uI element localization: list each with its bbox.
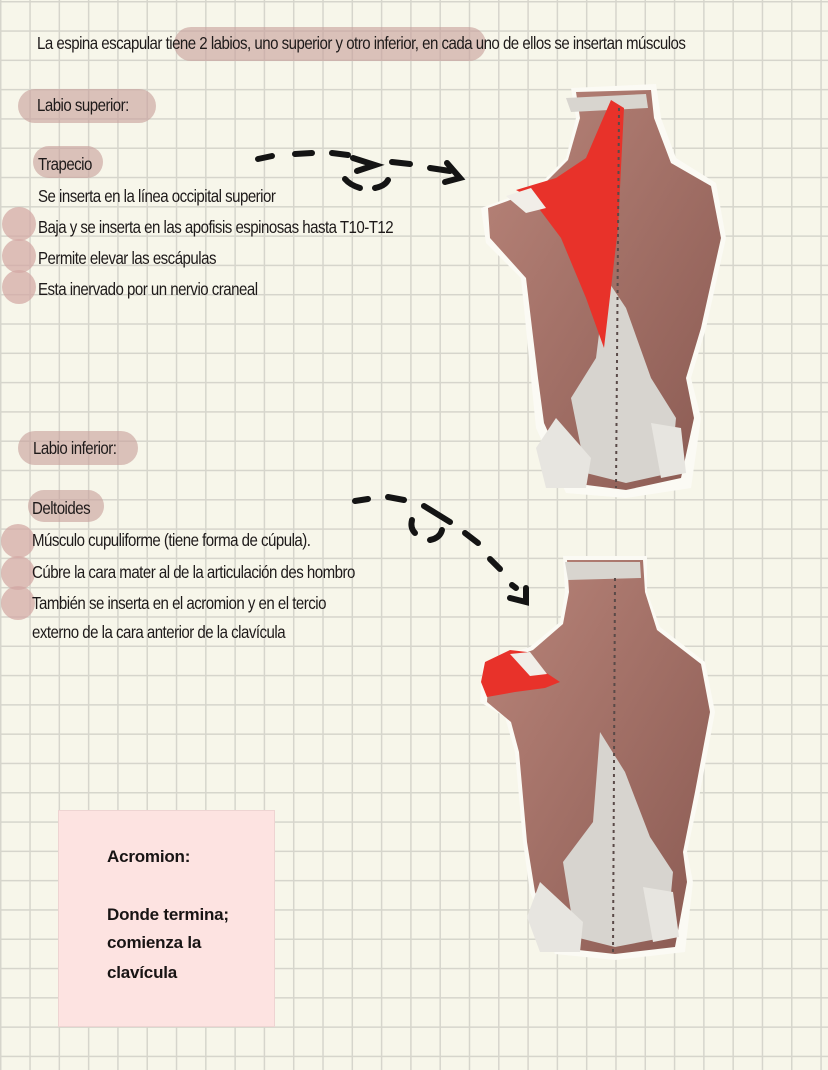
- intro-text: La espina escapular tiene 2 labios, uno …: [37, 33, 686, 54]
- note-line-3: clavícula: [107, 963, 178, 982]
- note-line-2: comienza la: [107, 933, 202, 952]
- dashed-arrow-icon: [352, 494, 529, 606]
- note-line-1: Donde termina;: [107, 905, 229, 924]
- intro-highlight-text: tiene 2 labios, uno superior y otro infe…: [165, 33, 419, 53]
- note-title: Acromion:: [107, 847, 191, 866]
- muscle-highlight: [33, 146, 103, 178]
- intro-before: La espina escapular: [37, 33, 162, 53]
- deltoides-point-3: También se inserta en el acromion y en e…: [32, 593, 326, 613]
- trapecio-point-3: Permite elevar las escápulas: [38, 248, 216, 268]
- muscle-highlight: [28, 490, 104, 522]
- muscle-name-trapecio: Trapecio: [38, 154, 92, 174]
- heading-labio-superior: Labio superior:: [37, 95, 129, 115]
- heading-highlight: [18, 89, 156, 123]
- acromion-note: Acromion: Donde termina; comienza la cla…: [58, 810, 275, 1027]
- deltoides-point-4: externo de la cara anterior de la clavíc…: [32, 622, 286, 642]
- dashed-arrow-icon: [255, 150, 466, 191]
- deltoid-illustration: [480, 556, 715, 960]
- heading-highlight: [18, 431, 138, 465]
- trapecio-point-4: Esta inervado por un nervio craneal: [38, 279, 258, 299]
- deltoides-point-2: Cúbre la cara mater al de la articulació…: [32, 562, 355, 582]
- muscle-name-deltoides: Deltoides: [32, 498, 91, 518]
- intro-after: en cada uno de ellos se insertan músculo…: [422, 33, 686, 53]
- bullet-marker: [2, 270, 36, 304]
- bullet-marker: [2, 207, 36, 241]
- bullet-marker: [1, 586, 35, 620]
- trapecio-point-1: Se inserta en la línea occipital superio…: [38, 186, 276, 206]
- trapezius-illustration: [481, 84, 726, 498]
- bullet-marker: [1, 524, 35, 558]
- heading-labio-inferior: Labio inferior:: [33, 438, 117, 458]
- trapecio-point-2: Baja y se inserta en las apofisis espino…: [38, 217, 394, 237]
- bullet-marker: [2, 239, 36, 273]
- intro-highlight: [174, 27, 486, 61]
- bullet-marker: [1, 556, 35, 590]
- deltoides-point-1: Músculo cupuliforme (tiene forma de cúpu…: [32, 530, 311, 550]
